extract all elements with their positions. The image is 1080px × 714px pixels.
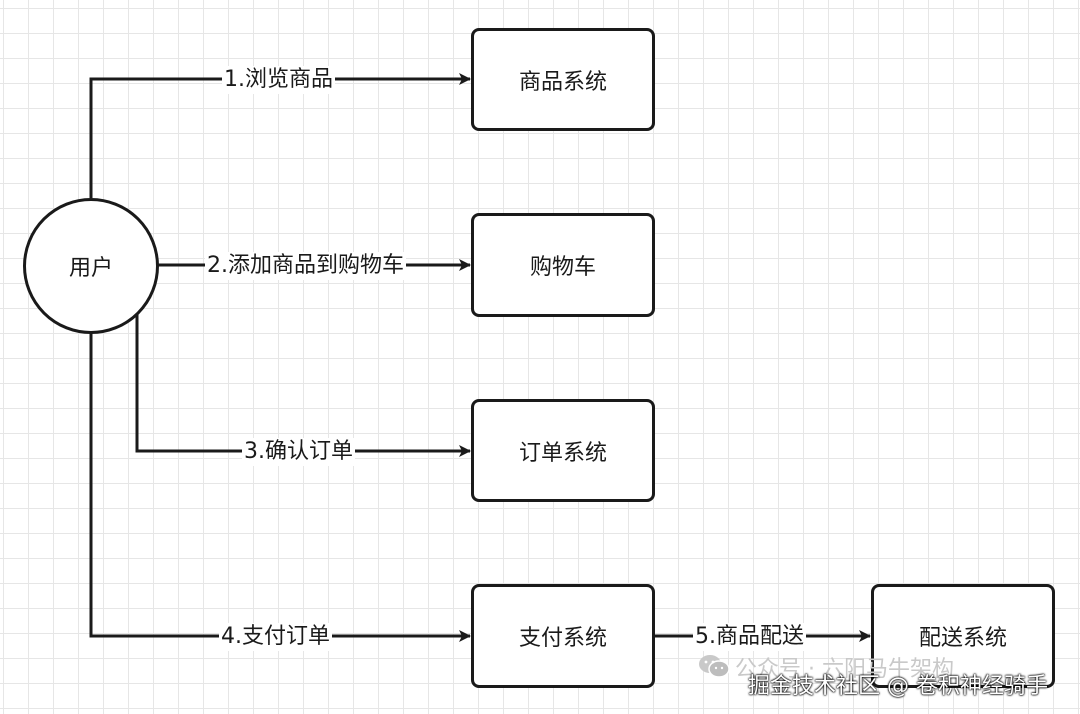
edge-confirm-order-line (135, 312, 471, 457)
watermark-community: 掘金技术社区 @ 卷积神经骑手 (748, 674, 1048, 699)
edge-browse-line (89, 73, 471, 198)
edge-add-to-cart-label: 2.添加商品到购物车 (205, 252, 406, 280)
edge-confirm-order-label: 3.确认订单 (242, 438, 355, 466)
delivery-system-label: 配送系统 (918, 626, 1007, 651)
watermark-official-account: 公众号 · 六阳马牛架构 (735, 657, 954, 682)
payment-system-node: 支付系统 (471, 584, 655, 688)
payment-system-label: 支付系统 (518, 626, 607, 651)
edge-pay-order-line (89, 333, 471, 642)
wechat-icon (699, 655, 730, 678)
edge-browse-label: 1.浏览商品 (222, 66, 335, 94)
delivery-system-node: 配送系统 (871, 584, 1055, 688)
order-system-node: 订单系统 (471, 399, 655, 502)
product-system-label: 商品系统 (518, 69, 607, 95)
user-node: 用户 (23, 198, 159, 334)
product-system-node: 商品系统 (471, 28, 655, 131)
cart-node: 购物车 (471, 213, 655, 317)
edge-pay-order-label: 4.支付订单 (219, 623, 332, 651)
cart-label: 购物车 (529, 255, 596, 280)
order-system-label: 订单系统 (518, 440, 607, 466)
user-node-label: 用户 (68, 256, 113, 281)
edge-deliver-label: 5.商品配送 (693, 623, 806, 651)
